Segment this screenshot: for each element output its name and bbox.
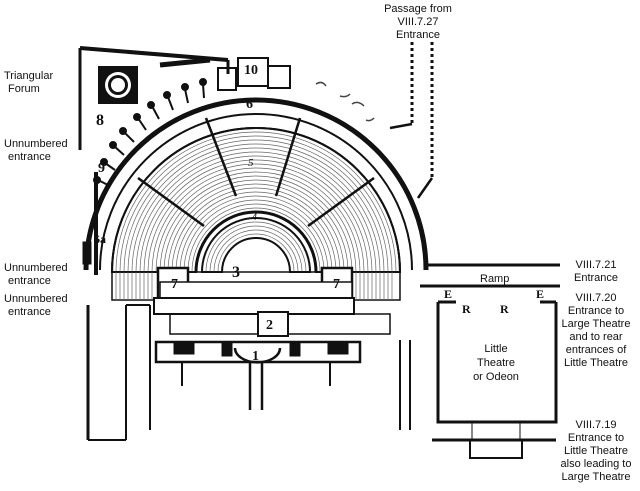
number-1: 1: [252, 349, 259, 364]
label-unnumbered-low-1: Unnumbered: [4, 293, 68, 305]
marker-r-right: R: [500, 302, 509, 316]
passage-walls: [410, 42, 434, 178]
label-ramp: Ramp: [480, 273, 509, 285]
marker-e-right: E: [536, 287, 544, 301]
label-passage-1: Passage from: [384, 3, 452, 15]
label-passage-2: VIII.7.27: [398, 16, 439, 28]
number-2: 2: [266, 318, 273, 333]
label-triangular-forum-2: Forum: [8, 83, 40, 95]
buttresses: [93, 78, 207, 186]
label-unnumbered-top-1: Unnumbered: [4, 138, 68, 150]
label-entrance-21-1: VIII.7.21: [576, 259, 617, 271]
number-10: 10: [244, 63, 258, 78]
little-theatre-outline: [436, 300, 558, 424]
passage-solid: [389, 122, 434, 199]
number-9: 9: [98, 161, 105, 176]
boundary-walls: [82, 172, 411, 441]
marker-e-left: E: [444, 287, 452, 301]
number-7-right: 7: [333, 277, 340, 292]
label-entrance-20-2: Entrance to: [568, 305, 624, 317]
number-7-left: 7: [171, 277, 178, 292]
label-entrance-20-4: and to rear: [569, 331, 623, 343]
number-5: 5: [248, 157, 254, 169]
number-4: 4: [252, 212, 257, 223]
scene-building: [154, 340, 362, 410]
label-passage-3: Entrance: [396, 29, 440, 41]
ramp-walls: [420, 263, 560, 288]
outer-corridor-arc: [83, 97, 429, 271]
marker-r-left: R: [462, 302, 471, 316]
cavea: [110, 117, 402, 273]
number-6a: 6a: [94, 232, 106, 246]
label-unnumbered-low-2: entrance: [8, 306, 51, 318]
label-unnumbered-mid-1: Unnumbered: [4, 262, 68, 274]
outer-corridor-arc-inner: [99, 113, 413, 271]
label-entrance-20-1: VIII.7.20: [576, 292, 617, 304]
label-entrance-21-2: Entrance: [574, 272, 618, 284]
entrance-19-structure: [432, 422, 556, 459]
triangular-forum: [78, 46, 230, 150]
label-entrance-20-6: Little Theatre: [564, 357, 628, 369]
label-triangular-forum-1: Triangular: [4, 70, 53, 82]
number-6: 6: [246, 97, 253, 112]
label-little-theatre-2: Theatre: [477, 357, 515, 369]
label-entrance-20-3: Large Theatre: [562, 318, 631, 330]
label-entrance-19-5: Large Theatre: [562, 471, 631, 483]
forum-square-structure: [98, 66, 138, 104]
rubble: [315, 81, 375, 122]
room-10: [217, 57, 291, 91]
label-entrance-19-4: also leading to: [561, 458, 632, 470]
label-3: 3: [232, 264, 240, 281]
label-little-theatre-3: or Odeon: [473, 371, 519, 383]
label-entrance-19-1: VIII.7.19: [576, 419, 617, 431]
label-little-theatre-1: Little: [484, 343, 507, 355]
label-entrance-20-5: entrances of: [566, 344, 627, 356]
label-unnumbered-mid-2: entrance: [8, 275, 51, 287]
orchestra-and-stage: [111, 266, 401, 337]
label-entrance-19-3: Little Theatre: [564, 445, 628, 457]
number-8: 8: [96, 112, 104, 129]
label-entrance-19-2: Entrance to: [568, 432, 624, 444]
label-unnumbered-top-2: entrance: [8, 151, 51, 163]
